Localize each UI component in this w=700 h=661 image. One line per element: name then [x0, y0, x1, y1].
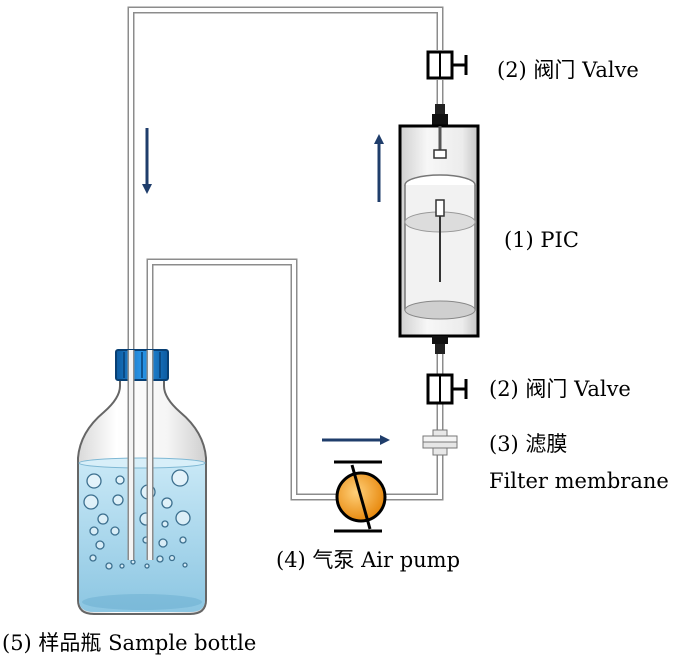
- air-pump-label: (4) 气泵 Air pump: [276, 548, 461, 572]
- pic-cylinder: [398, 104, 480, 354]
- tubing-return: [127, 6, 444, 360]
- sample-bottle: [77, 349, 207, 615]
- valve-bottom-label: (2) 阀门 Valve: [489, 377, 631, 401]
- flow-arrow-up: [374, 134, 384, 202]
- bottle-dip-tubes: [127, 350, 154, 560]
- valve-top-label: (2) 阀门 Valve: [497, 58, 639, 82]
- filter-membrane-label-en: Filter membrane: [489, 469, 669, 493]
- valve-bottom-icon: [426, 373, 468, 405]
- filter-membrane-icon: [422, 429, 458, 456]
- air-pump-icon: [334, 460, 387, 533]
- pic-label: (1) PIC: [504, 228, 579, 252]
- filter-membrane-label-cn: (3) 滤膜: [489, 432, 568, 456]
- flow-arrow-down: [142, 128, 152, 194]
- valve-top-icon: [426, 50, 468, 80]
- tubing-outlet: [386, 455, 444, 501]
- flow-arrow-right: [322, 435, 390, 445]
- sample-bottle-label: (5) 样品瓶 Sample bottle: [2, 631, 257, 655]
